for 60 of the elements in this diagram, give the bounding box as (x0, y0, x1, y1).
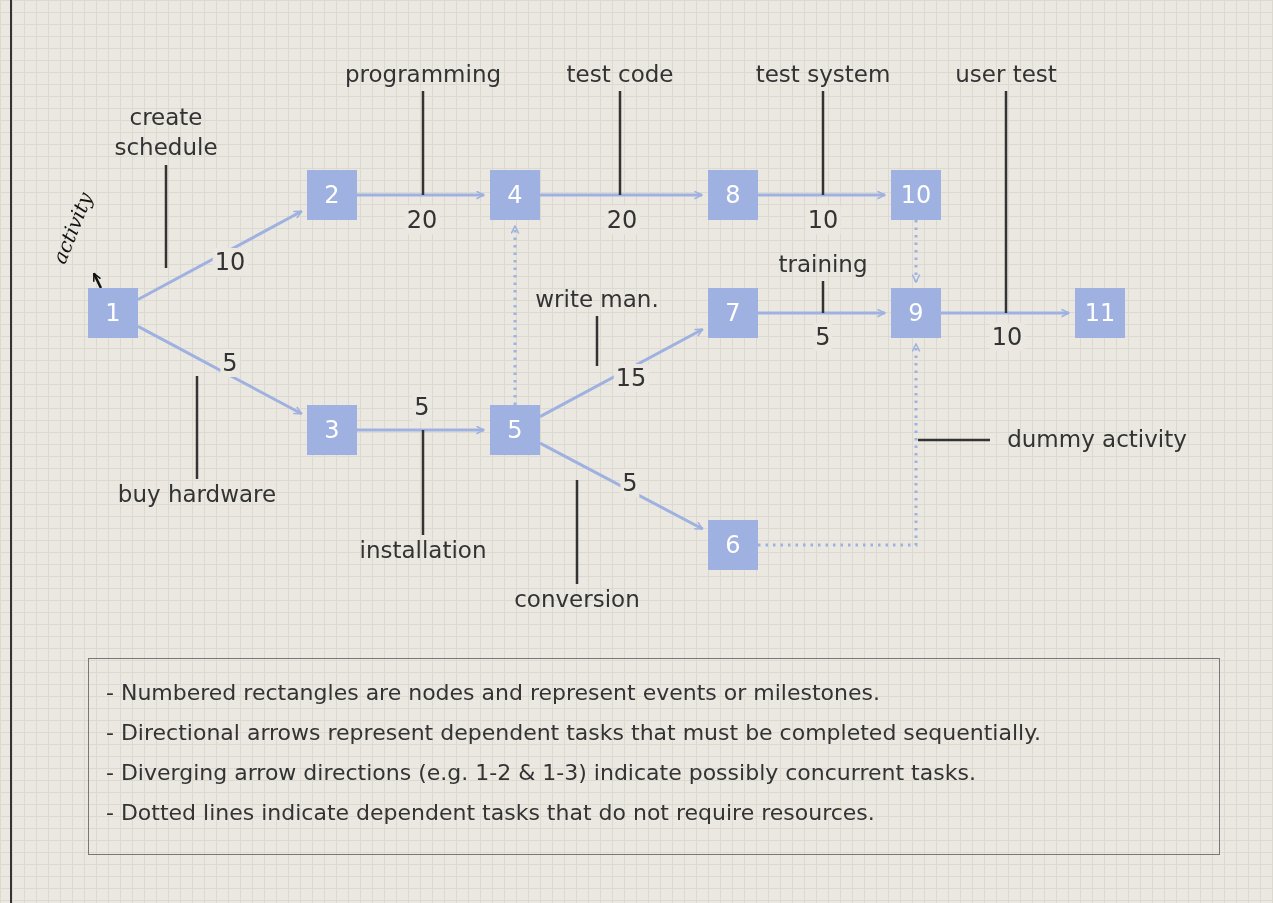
arrow (357, 425, 485, 435)
activity-label: training (768, 249, 878, 281)
leader-line (575, 480, 579, 584)
event-node: 5 (490, 405, 540, 455)
activity-label: write man. (522, 284, 672, 316)
event-node: 7 (708, 288, 758, 338)
duration-label: 10 (989, 323, 1025, 351)
activity-label: test code (555, 59, 685, 91)
leader-line (618, 91, 622, 195)
note-text: - Directional arrows represent dependent tasks that must be completed sequentially. (106, 720, 1042, 745)
event-node: 4 (490, 170, 540, 220)
duration-label: 15 (613, 364, 649, 392)
duration-label: 5 (620, 469, 640, 497)
activity-label: conversion (502, 584, 652, 616)
leader-line (821, 281, 825, 313)
duration-label: 10 (212, 248, 248, 276)
arrow (758, 308, 886, 318)
event-node: 11 (1075, 288, 1125, 338)
arrow (540, 190, 703, 200)
event-node: 6 (708, 520, 758, 570)
event-node: 10 (891, 170, 941, 220)
duration-label: 20 (404, 206, 440, 234)
duration-label: 5 (813, 323, 833, 351)
leader-line (421, 430, 425, 535)
leader-line (1004, 91, 1008, 313)
event-node: 1 (88, 288, 138, 338)
leader-line (421, 91, 425, 195)
activity-label: dummy activity (990, 424, 1204, 456)
leader-line (195, 376, 199, 479)
leader-line (595, 316, 599, 366)
dotted-arrow (510, 225, 520, 405)
duration-label: 5 (412, 393, 432, 421)
arrow (92, 272, 103, 289)
activity-label: programming (328, 59, 518, 91)
event-node: 8 (708, 170, 758, 220)
leader-line (918, 438, 990, 442)
note-text: - Diverging arrow directions (e.g. 1-2 & 1-3) indicate possibly concurrent tasks. (106, 760, 976, 785)
activity-label: create schedule (101, 101, 231, 165)
activity-label: user test (946, 59, 1066, 91)
note-text: - Numbered rectangles are nodes and represent events or milestones. (106, 680, 880, 705)
event-node: 3 (307, 405, 357, 455)
dotted-arrow (911, 220, 921, 283)
duration-label: 5 (220, 349, 240, 377)
duration-label: 20 (604, 206, 640, 234)
arrow (137, 209, 303, 301)
arrow (941, 308, 1070, 318)
leader-line (821, 91, 825, 195)
arrow (758, 190, 886, 200)
arrow (137, 325, 303, 416)
arrow (357, 190, 485, 200)
note-text: - Dotted lines indicate dependent tasks that do not require resources. (106, 800, 875, 825)
leader-line (164, 165, 168, 268)
duration-label: 10 (805, 206, 841, 234)
dotted-arrow (758, 343, 921, 547)
activity-label: installation (343, 535, 503, 567)
activity-label: buy hardware (102, 479, 292, 511)
event-node: 9 (891, 288, 941, 338)
event-node: 2 (307, 170, 357, 220)
arrow (539, 441, 704, 531)
activity-label: test system (743, 59, 903, 91)
